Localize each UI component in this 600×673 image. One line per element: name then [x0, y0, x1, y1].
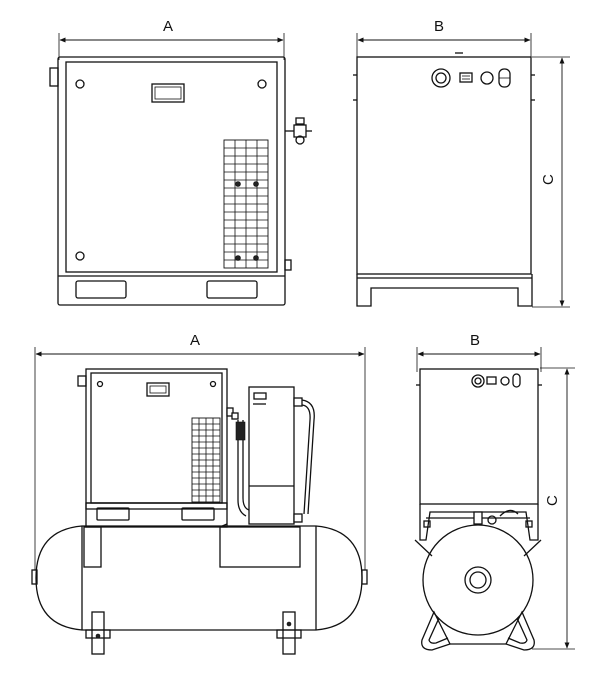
front-view-compressor: A: [49, 18, 312, 306]
dimension-label-a-bottom: A: [190, 332, 200, 349]
dimension-a-top: A: [58, 18, 285, 60]
vent-grille-icon: [191, 417, 221, 503]
dimension-b-bottom: B: [416, 332, 542, 372]
hose-icon: [235, 399, 315, 517]
dimension-label-a-top: A: [163, 18, 173, 35]
dimension-c-top: C: [532, 56, 570, 308]
front-view-tank-mounted: A: [31, 332, 368, 655]
side-view-compressor: B C: [353, 18, 570, 308]
dimension-b-top: B: [356, 18, 532, 58]
dimension-a-bottom: A: [34, 332, 366, 570]
dimension-label-b-bottom: B: [470, 332, 480, 349]
vent-grille-icon: [223, 139, 269, 269]
dimension-c-bottom: C: [532, 367, 575, 650]
valve-icon: [285, 117, 312, 145]
dimension-label-b-top: B: [434, 18, 444, 35]
side-view-tank-mounted: B C: [414, 332, 575, 651]
dimension-label-c-bottom: C: [544, 495, 561, 506]
dimension-label-c-top: C: [540, 174, 557, 185]
